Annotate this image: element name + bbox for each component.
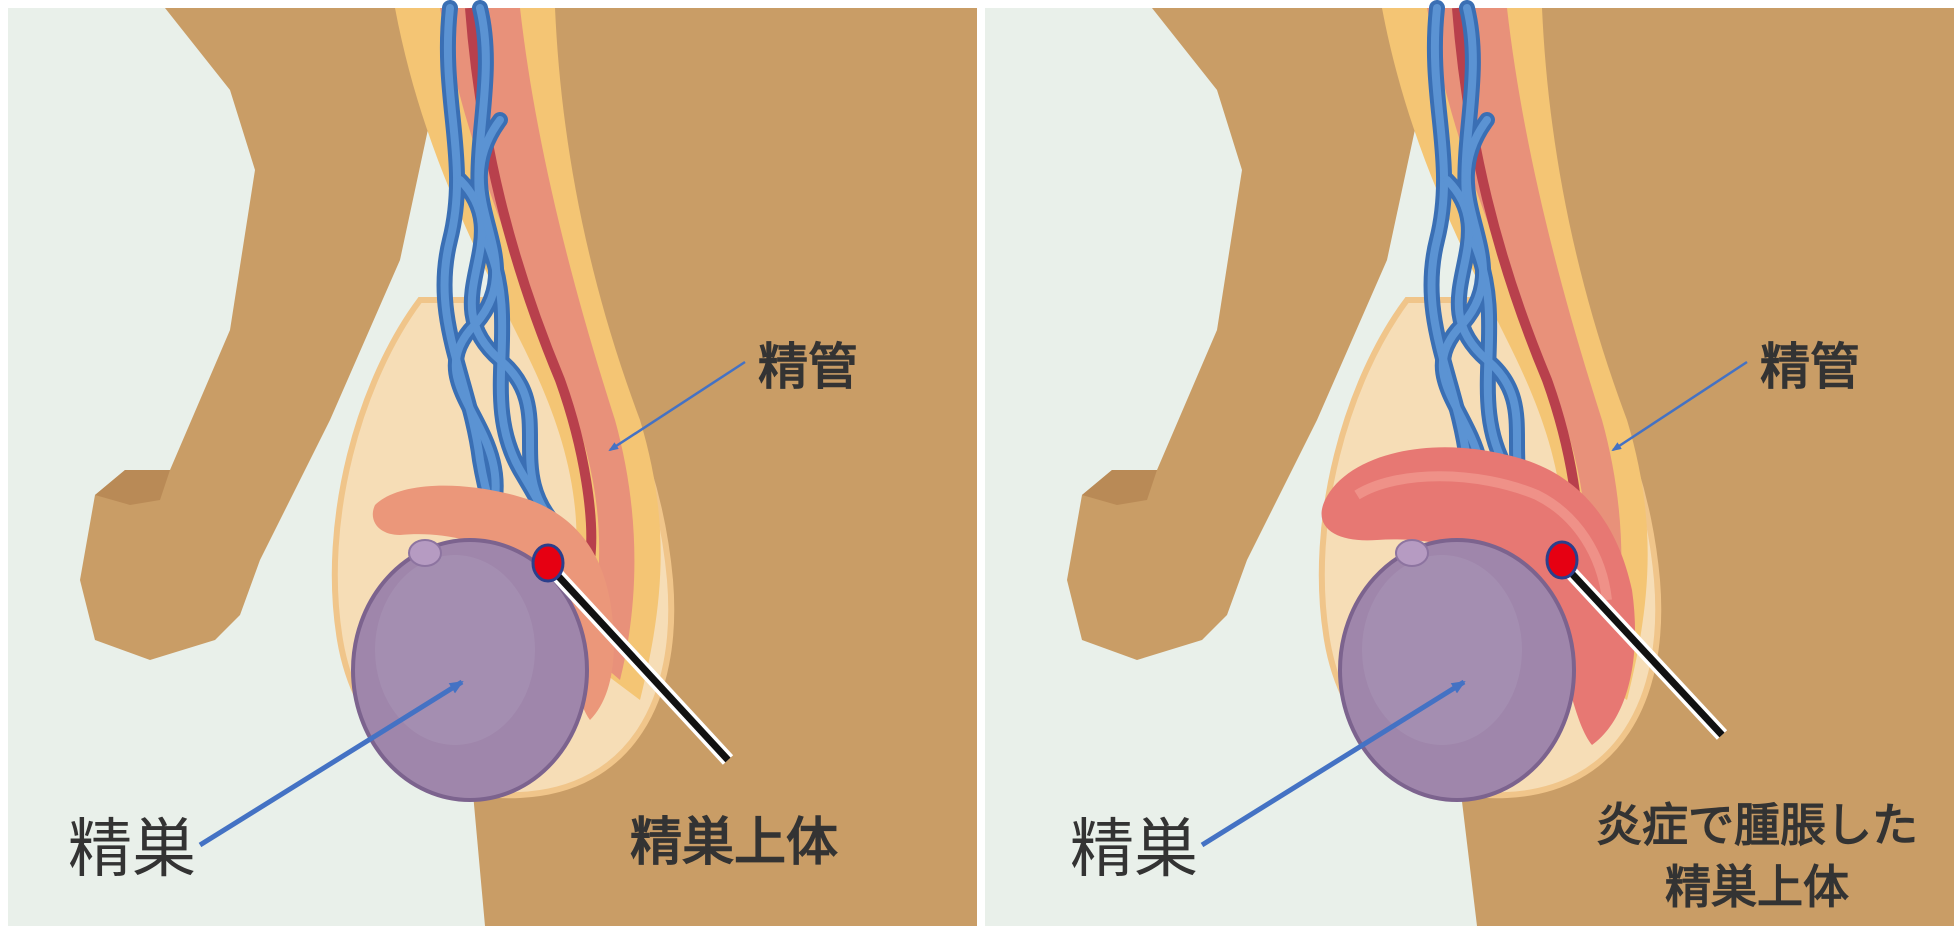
label-vas-deferens: 精管 (1760, 340, 1860, 395)
anatomy-illustration-inflamed (977, 0, 1954, 926)
label-epididymis-swollen-line2: 精巣上体 (1567, 862, 1947, 913)
panel-normal: 精管 精巣 精巣上体 (0, 0, 977, 926)
label-vas-deferens: 精管 (758, 340, 858, 395)
needle-tip (533, 545, 563, 581)
label-epididymis-swollen-line1: 炎症で腫脹した (1567, 800, 1947, 851)
anatomy-illustration-normal (0, 0, 977, 926)
label-epididymis: 精巣上体 (630, 815, 838, 872)
panel-inflamed: 精管 精巣 炎症で腫脹した 精巣上体 (977, 0, 1954, 926)
label-testis: 精巣 (68, 815, 196, 885)
needle-tip (1547, 542, 1577, 578)
label-testis: 精巣 (1070, 815, 1198, 885)
